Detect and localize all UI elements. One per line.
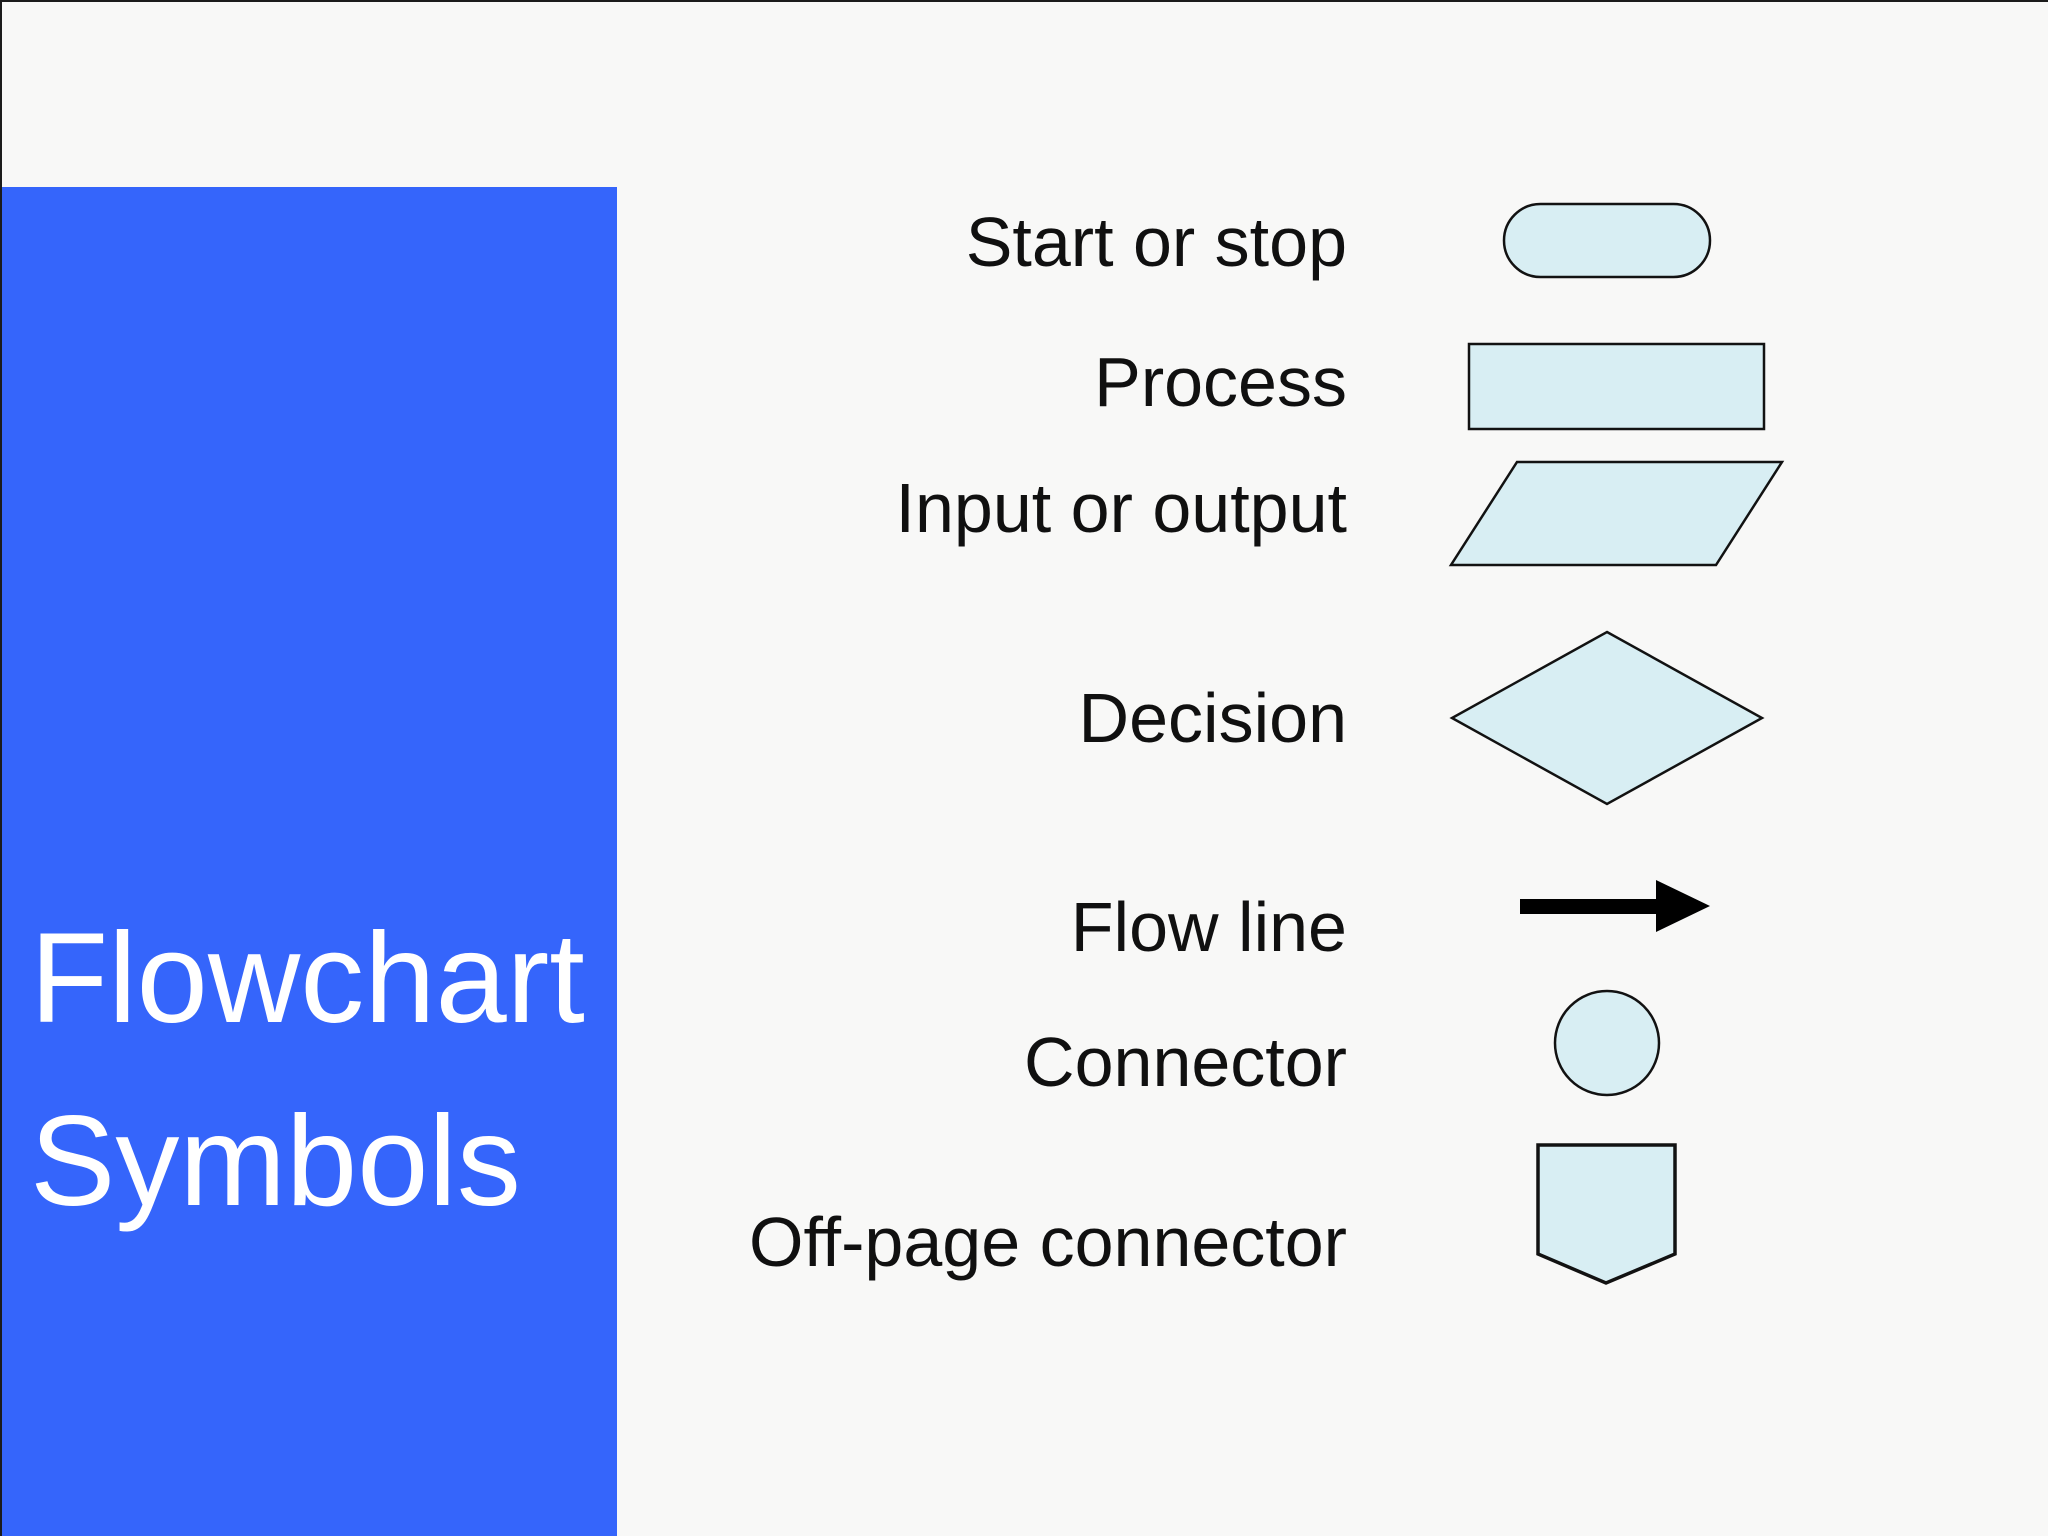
label-input-or-output: Input or output — [895, 469, 1347, 547]
page-title: Flowchart Symbols — [30, 887, 585, 1253]
title-panel: Flowchart Symbols — [2, 187, 617, 1536]
terminator-stadium-icon — [1502, 202, 1712, 279]
label-connector: Connector — [1024, 1023, 1347, 1101]
connector-circle-icon — [1553, 989, 1661, 1097]
input-output-parallelogram-icon — [1448, 460, 1785, 567]
page-title-line2: Symbols — [30, 1090, 521, 1234]
off-page-connector-pentagon-icon — [1536, 1143, 1677, 1285]
label-start-or-stop: Start or stop — [965, 203, 1347, 281]
flow-line-shaft — [1520, 899, 1660, 914]
page-title-line1: Flowchart — [30, 907, 585, 1050]
process-rectangle-icon — [1467, 342, 1766, 431]
flow-line-arrowhead — [1656, 880, 1710, 932]
decision-diamond-icon — [1449, 630, 1765, 806]
label-process: Process — [1094, 343, 1347, 421]
flow-line-arrow-icon — [1520, 880, 1710, 932]
label-off-page-connector: Off-page connector — [749, 1203, 1347, 1281]
label-decision: Decision — [1078, 679, 1347, 757]
label-flow-line: Flow line — [1070, 888, 1347, 966]
